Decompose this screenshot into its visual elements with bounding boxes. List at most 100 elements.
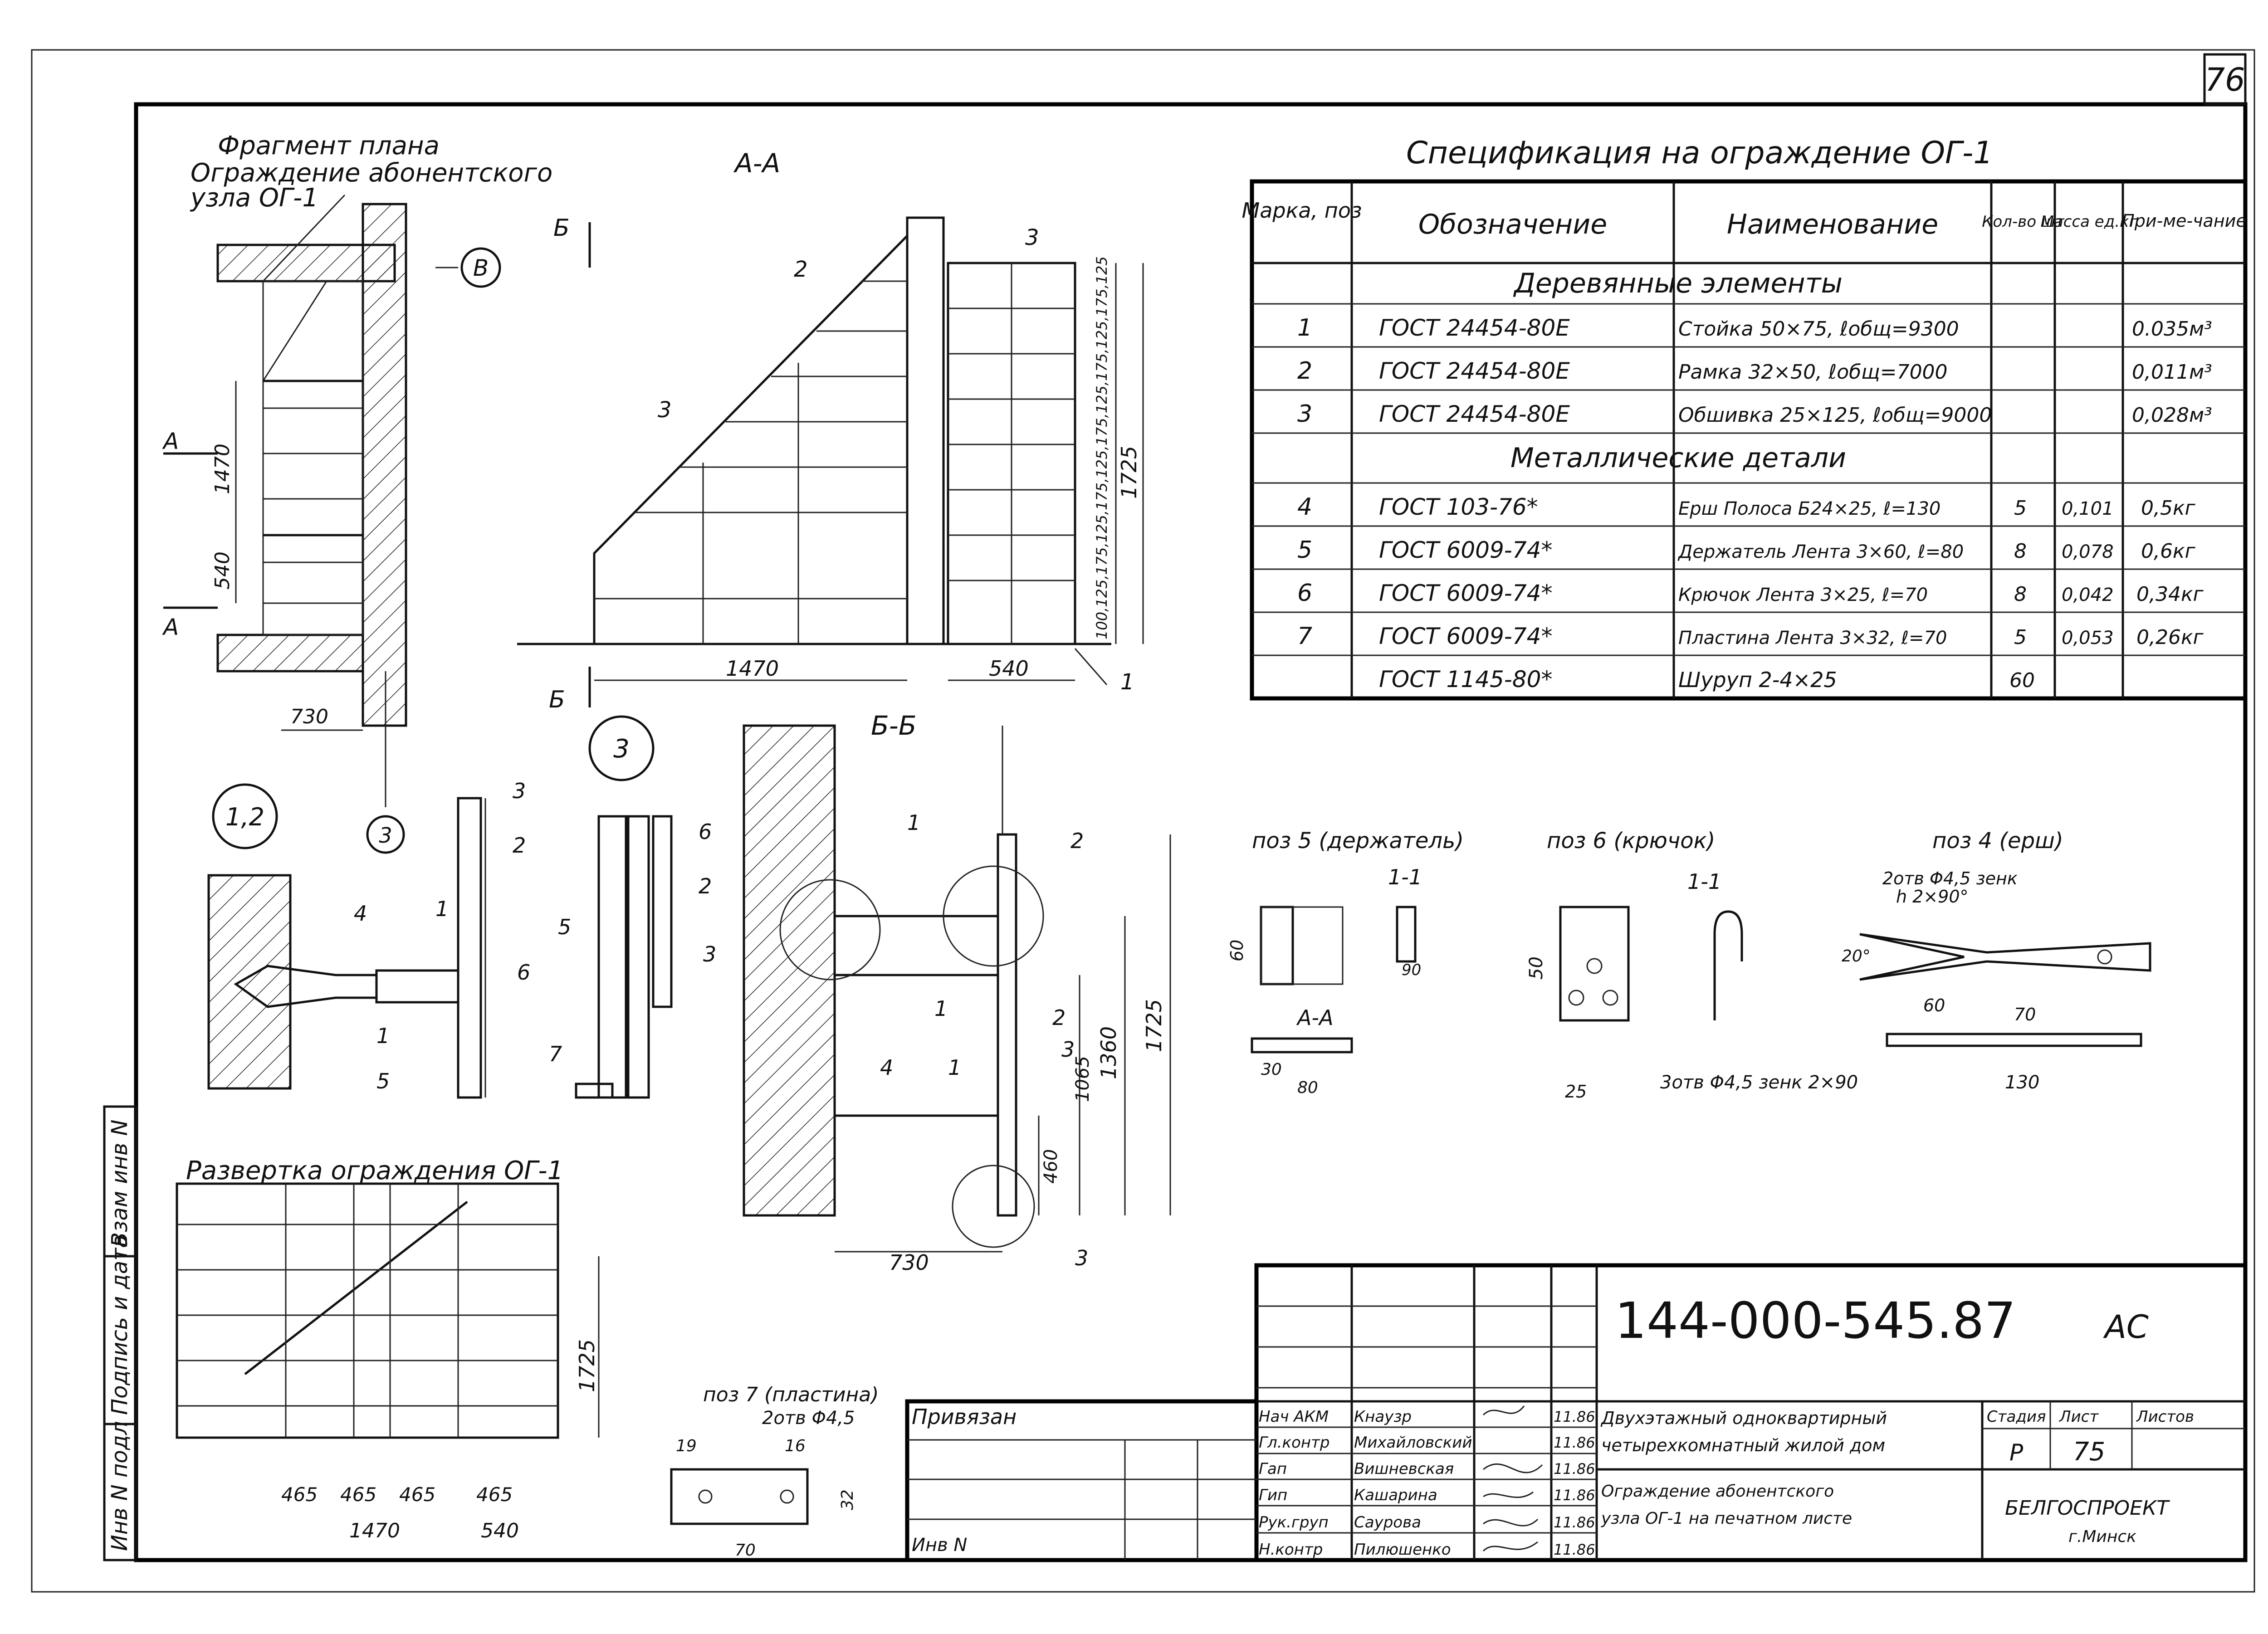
- pos4-dim-130: 130: [2005, 1072, 2039, 1093]
- section-aa-step-dims: 100,125,175,125,175,125,175,125,175,125,…: [1093, 256, 1110, 639]
- node-3-plate: [575, 1083, 614, 1099]
- detail-pos7: поз 7 (пластина) 2отв Φ4,5 19 16 32 70: [670, 1383, 879, 1560]
- unfold-outline: [176, 1182, 559, 1439]
- stamp-stage-header: Стадия: [1987, 1408, 2046, 1426]
- spec-r5-desig: ГОСТ 6009-74*: [1379, 537, 1552, 563]
- pos7-dim-32: 32: [838, 1489, 857, 1510]
- pos4-holes-l2: h 2×90°: [1896, 887, 1969, 907]
- spec-r8-name: Шуруп 2-4×25: [1678, 668, 1837, 692]
- pos5-dim-30: 30: [1261, 1060, 1282, 1079]
- section-bb-node-circle-1: [779, 879, 881, 980]
- unfold-dim-1725: 1725: [575, 1339, 599, 1392]
- spec-r1-note: 0.035м³: [2132, 317, 2212, 341]
- spec-r7-note: 0,26кг: [2136, 626, 2204, 649]
- stamp-role-2: Гап: [1259, 1460, 1287, 1478]
- plan-cut-a-top: А: [162, 428, 179, 454]
- section-bb-pos-1b: 1: [934, 996, 948, 1021]
- stamp-sheet-header: Лист: [2058, 1408, 2099, 1426]
- pos4-holes-l1: 2отв Φ4,5 зенк: [1882, 868, 2018, 888]
- pos7-dim-16: 16: [785, 1437, 806, 1455]
- node-3-detail: 3 6 2 5 3 7: [549, 715, 716, 1099]
- section-aa-cut-b-top: Б: [553, 215, 570, 242]
- section-bb-pos-2b: 2: [1052, 1005, 1066, 1030]
- node-12-pos-6: 6: [517, 960, 530, 985]
- pos5-title: поз 5 (держатель): [1252, 828, 1464, 854]
- pos5-dim-90: 90: [1402, 961, 1421, 979]
- stamp-name-3: Кашарина: [1354, 1486, 1437, 1504]
- spec-r2-mark: 2: [1297, 357, 1312, 385]
- spec-r5-mark: 5: [1297, 537, 1312, 564]
- pos4-dim-angle: 20°: [1842, 947, 1871, 966]
- spec-header-mass: Масса ед.кг: [2041, 213, 2138, 231]
- section-bb-pos-4: 4: [880, 1055, 893, 1080]
- section-aa-post: [906, 216, 945, 645]
- pos4-title: поз 4 (ерш): [1932, 828, 2063, 854]
- stamp-name-1: Михайловский: [1354, 1434, 1472, 1452]
- sheet-number: 76: [2204, 61, 2245, 98]
- node-3-marker: [366, 815, 405, 854]
- spec-r7-mark: 7: [1297, 623, 1312, 650]
- section-aa-dim-1470: 1470: [726, 656, 779, 681]
- spec-r7-qty: 5: [2014, 626, 2027, 649]
- unfold-dim-465-b: 465: [340, 1483, 376, 1506]
- axis-marker-b: [460, 247, 501, 288]
- section-bb-node-circle-3: [952, 1165, 1035, 1248]
- stamp-name-0: Кнаузр: [1354, 1408, 1412, 1426]
- section-aa-pos-1: 1: [1120, 669, 1134, 695]
- node-12-pos-4: 4: [354, 901, 367, 926]
- node-3-post-b: [627, 815, 650, 1099]
- spec-r6-mark: 6: [1297, 580, 1312, 607]
- node-12-pos-1b: 1: [376, 1024, 390, 1048]
- stamp-signatures: [1482, 1405, 1543, 1552]
- spec-r1-name: Стойка 50×75, ℓобщ=9300: [1678, 317, 1959, 341]
- node-12-pos-3: 3: [513, 779, 526, 803]
- spec-header-qty: Кол-во шт: [1982, 213, 2065, 231]
- spec-r4-name: Ерш Полоса Б24×25, ℓ=130: [1678, 498, 1941, 519]
- section-bb-pos-3b: 3: [1075, 1246, 1088, 1270]
- pos7-title: поз 7 (пластина): [703, 1383, 879, 1406]
- section-aa-title: А-А: [733, 148, 780, 179]
- spec-r4-mark: 4: [1297, 493, 1312, 521]
- stamp-date-1: 11.86: [1554, 1434, 1595, 1451]
- pos5-dim-60: 60: [1227, 940, 1247, 961]
- pos5-dim-80: 80: [1297, 1078, 1318, 1097]
- spec-r6-note: 0,34кг: [2136, 583, 2204, 606]
- plan-cut-a-bottom: А: [162, 614, 179, 640]
- spec-r4-desig: ГОСТ 103-76*: [1379, 494, 1538, 520]
- section-bb-node-circle-2: [943, 865, 1044, 967]
- spec-r3-mark: 3: [1297, 400, 1312, 428]
- section-bb-wall: [743, 724, 836, 1217]
- pos4-ruff-plan: [1859, 933, 2151, 981]
- specification-table: Спецификация на ограждение ОГ-1 Марка, п…: [1242, 135, 2248, 701]
- section-bb-pos-3a: 3: [1061, 1037, 1075, 1062]
- section-aa-pos-3a: 3: [658, 397, 672, 423]
- section-aa-dim-1725: 1725: [1117, 446, 1141, 499]
- stamp-date-0: 11.86: [1554, 1408, 1595, 1425]
- section-bb-dim-1065: 1065: [1072, 1056, 1093, 1102]
- spec-r5-note: 0,6кг: [2141, 540, 2196, 563]
- unfold-dim-1470: 1470: [349, 1519, 400, 1542]
- unfold-dim-540: 540: [481, 1519, 519, 1542]
- spec-r4-mass: 0,101: [2062, 498, 2114, 519]
- spec-r6-desig: ГОСТ 6009-74*: [1379, 580, 1552, 606]
- stamp-sheet-title-l2: узла ОГ-1 на печатном листе: [1601, 1509, 1852, 1528]
- pos7-plate: [670, 1468, 809, 1525]
- stamp-name-2: Вишневская: [1354, 1460, 1454, 1478]
- pos7-holes: 2отв Φ4,5: [762, 1408, 855, 1429]
- node-3-marker-label: 3: [379, 823, 392, 848]
- section-aa-dim-540: 540: [989, 656, 1029, 681]
- margin-label-sign: Подпись и дата: [107, 1234, 132, 1415]
- pos6-section: 1-1: [1687, 869, 1721, 894]
- pos6-dim-50: 50: [1526, 956, 1547, 980]
- unfold-dim-465-a: 465: [281, 1483, 318, 1506]
- stamp-org-l1: БЕЛГОСПРОЕКТ: [2005, 1497, 2170, 1520]
- spec-header-designation: Обозначение: [1418, 209, 1607, 240]
- pos4-dim-70: 70: [2014, 1005, 2036, 1024]
- plan-dim-730: 730: [290, 705, 328, 728]
- spec-r4-qty: 5: [2014, 497, 2027, 520]
- stamp-project-l1: Двухэтажный одноквартирный: [1600, 1408, 1887, 1428]
- plan-title-l1: Фрагмент плана: [218, 131, 440, 161]
- unfold-title: Развертка ограждения ОГ-1: [186, 1156, 563, 1185]
- spec-group-metal: Металлические детали: [1510, 442, 1846, 474]
- unfold-dim-465-d: 465: [476, 1483, 513, 1506]
